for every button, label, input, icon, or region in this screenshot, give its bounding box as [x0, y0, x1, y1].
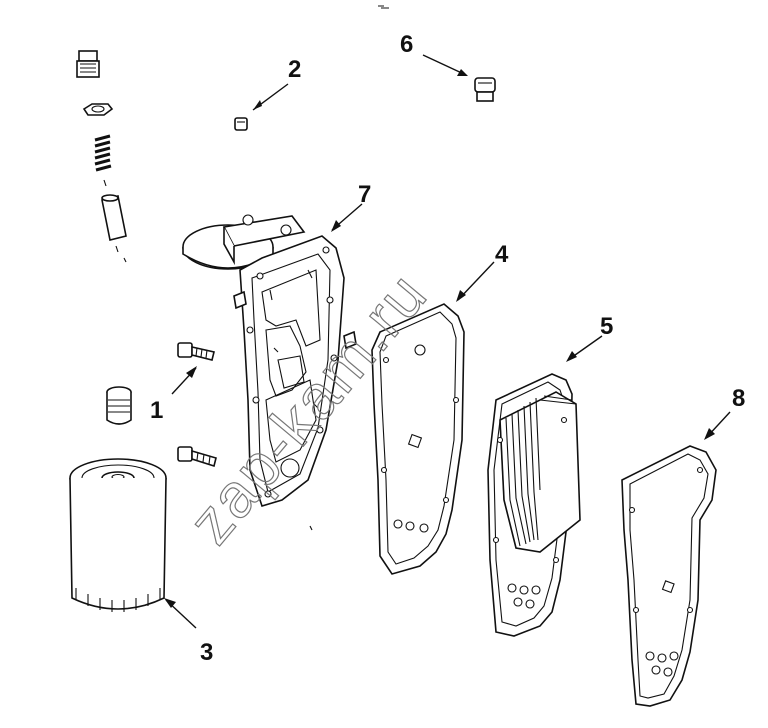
relief-valve-stack	[76, 50, 127, 263]
callout-5-arrow	[566, 351, 577, 362]
callout-8: 8	[732, 385, 745, 412]
callout-2: 2	[288, 56, 301, 83]
callout-7: 7	[358, 181, 371, 208]
relief-valve-piston	[101, 194, 127, 241]
callout-4: 4	[495, 241, 509, 268]
part-3-oil-filter	[69, 458, 197, 629]
part-2-plug	[234, 83, 289, 131]
bolt-lower	[177, 446, 217, 468]
callout-7-arrow	[331, 220, 341, 232]
callout-1: 1	[150, 397, 163, 424]
plug-with-seal	[106, 386, 132, 425]
bolt-upper	[177, 342, 215, 361]
part-1-bolts	[106, 342, 217, 468]
callout-6: 6	[400, 31, 413, 58]
part-4-gasket	[371, 261, 495, 575]
relief-valve-plug	[76, 50, 100, 78]
callout-5: 5	[600, 313, 613, 340]
relief-valve-washer	[82, 103, 114, 116]
callout-4-arrow	[456, 290, 466, 302]
callout-3: 3	[200, 639, 213, 666]
part-7-housing	[182, 203, 363, 531]
part-6-plug	[422, 54, 496, 102]
callout-8-arrow	[704, 428, 715, 440]
callout-3-arrow	[164, 598, 176, 608]
part-8-gasket	[621, 411, 731, 707]
callout-6-leader	[422, 54, 467, 76]
callout-2-arrow	[253, 100, 262, 110]
callout-6-arrow	[457, 69, 468, 76]
relief-valve-spring	[94, 134, 112, 172]
stray-mark	[378, 5, 389, 9]
callout-1-arrow	[186, 366, 197, 378]
part-5-oil-cooler	[487, 335, 603, 637]
